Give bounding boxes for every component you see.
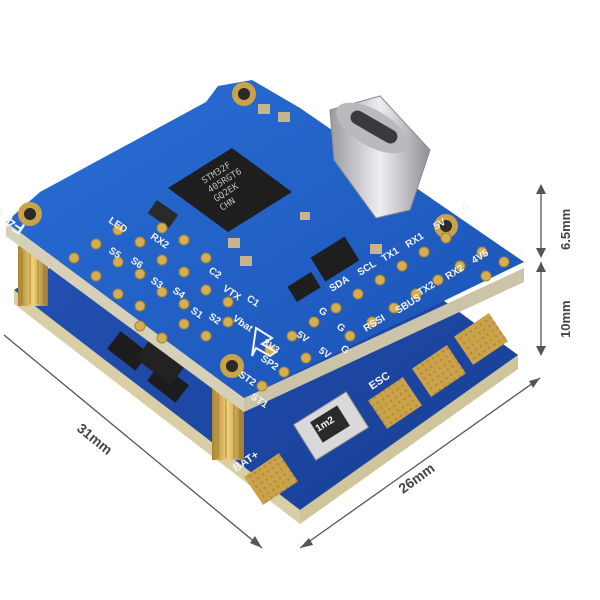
capacitor <box>300 212 310 220</box>
fc-board-top <box>6 80 524 398</box>
mounting-hole <box>220 354 244 378</box>
dimension-height-top-label: 6.5mm <box>558 209 573 250</box>
esc-mosfet <box>107 331 149 371</box>
capacitor <box>370 244 382 254</box>
esc-solder-pad <box>412 345 466 397</box>
component <box>287 271 321 303</box>
fc-board-edge <box>6 222 244 412</box>
orientation-arrow-icon <box>251 326 278 358</box>
dimension-lines <box>3 190 542 549</box>
esc-board-edge-right <box>300 355 518 524</box>
esc-chip <box>135 334 189 386</box>
brass-standoffs <box>18 246 244 460</box>
solder-pads <box>68 222 510 392</box>
mcu-chip: STM32F 405RGT6 GQ2EK CHN <box>168 148 292 232</box>
fc-board-edge-right <box>244 268 524 412</box>
fc-board: STM32F 405RGT6 GQ2EK CHN F4 WTE <box>0 80 524 412</box>
mounting-hole <box>232 82 256 106</box>
mounting-hole <box>434 214 458 238</box>
capacitor <box>240 256 252 266</box>
esc-board-edge <box>14 290 300 524</box>
capacitor <box>278 112 290 122</box>
esc-solder-pad <box>368 377 422 429</box>
esc-solder-pad <box>454 313 508 365</box>
esc-solder-pad <box>244 453 298 505</box>
dimension-arrowheads <box>250 184 546 548</box>
capacitor <box>258 104 270 114</box>
component <box>147 199 179 229</box>
dimension-length-label: 31mm <box>74 420 116 458</box>
capacitor <box>228 238 240 248</box>
svg-text:G: G <box>460 201 473 215</box>
esc-inductor: 1m2 <box>292 391 370 461</box>
component <box>310 236 360 282</box>
dimension-height-bottom-label: 10mm <box>558 300 573 338</box>
usb-c-connector <box>329 95 431 219</box>
mounting-hole <box>18 202 42 226</box>
